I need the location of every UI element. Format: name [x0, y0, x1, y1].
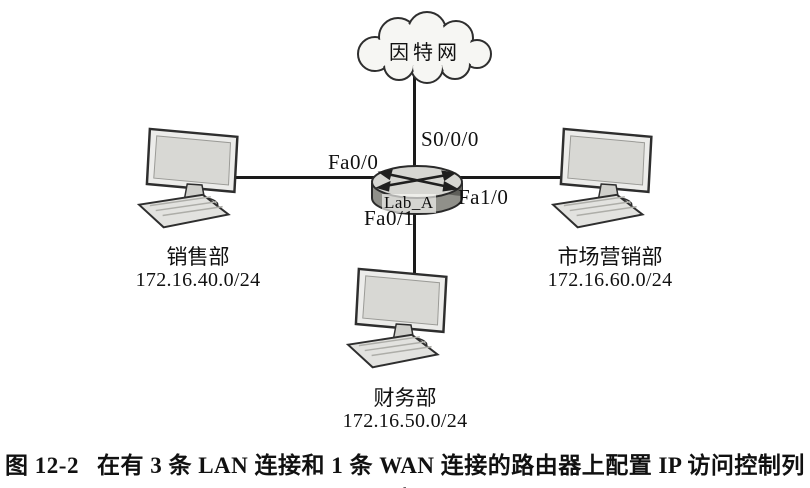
host-marketing-subnet: 172.16.60.0/24: [547, 269, 673, 292]
host-marketing: [550, 126, 678, 244]
figure-caption-text: 在有 3 条 LAN 连接和 1 条 WAN 连接的路由器上配置 IP 访问控制…: [96, 453, 805, 488]
host-sales-label: 销售部: [166, 245, 230, 269]
lan-link-sales-line: [232, 176, 382, 179]
lan-link-marketing-line: [455, 176, 583, 179]
interface-label-fa10: Fa1/0: [458, 185, 509, 209]
router-lab-a: Lab_A: [369, 163, 465, 223]
host-finance-subnet: 172.16.50.0/24: [342, 410, 468, 433]
computer-icon: [345, 267, 448, 369]
host-finance: [345, 266, 473, 384]
host-marketing-label: 市场营销部: [557, 245, 663, 269]
interface-label-s000: S0/0/0: [421, 127, 479, 151]
host-finance-caption: 财务部 172.16.50.0/24: [315, 386, 495, 433]
interface-label-fa01: Fa0/1: [364, 206, 415, 230]
router-name-label: Lab_A: [382, 193, 436, 213]
host-sales-caption: 销售部 172.16.40.0/24: [108, 245, 288, 292]
wan-link-line: [413, 76, 416, 172]
internet-cloud: 因特网: [343, 10, 507, 86]
cloud-icon: [357, 11, 492, 84]
host-sales: [136, 126, 264, 244]
figure-number: 图 12-2: [5, 453, 79, 478]
computer-icon: [136, 127, 239, 229]
computer-icon: [550, 127, 653, 229]
interface-label-fa00: Fa0/0: [328, 150, 379, 174]
host-finance-label: 财务部: [373, 386, 437, 410]
router-icon: [371, 165, 463, 215]
internet-cloud-label: 因特网: [389, 42, 461, 64]
host-marketing-caption: 市场营销部 172.16.60.0/24: [515, 245, 705, 292]
host-sales-subnet: 172.16.40.0/24: [135, 269, 261, 292]
lan-link-finance-line: [413, 214, 416, 290]
figure-caption: 图 12-2 在有 3 条 LAN 连接和 1 条 WAN 连接的路由器上配置 I…: [0, 446, 810, 488]
